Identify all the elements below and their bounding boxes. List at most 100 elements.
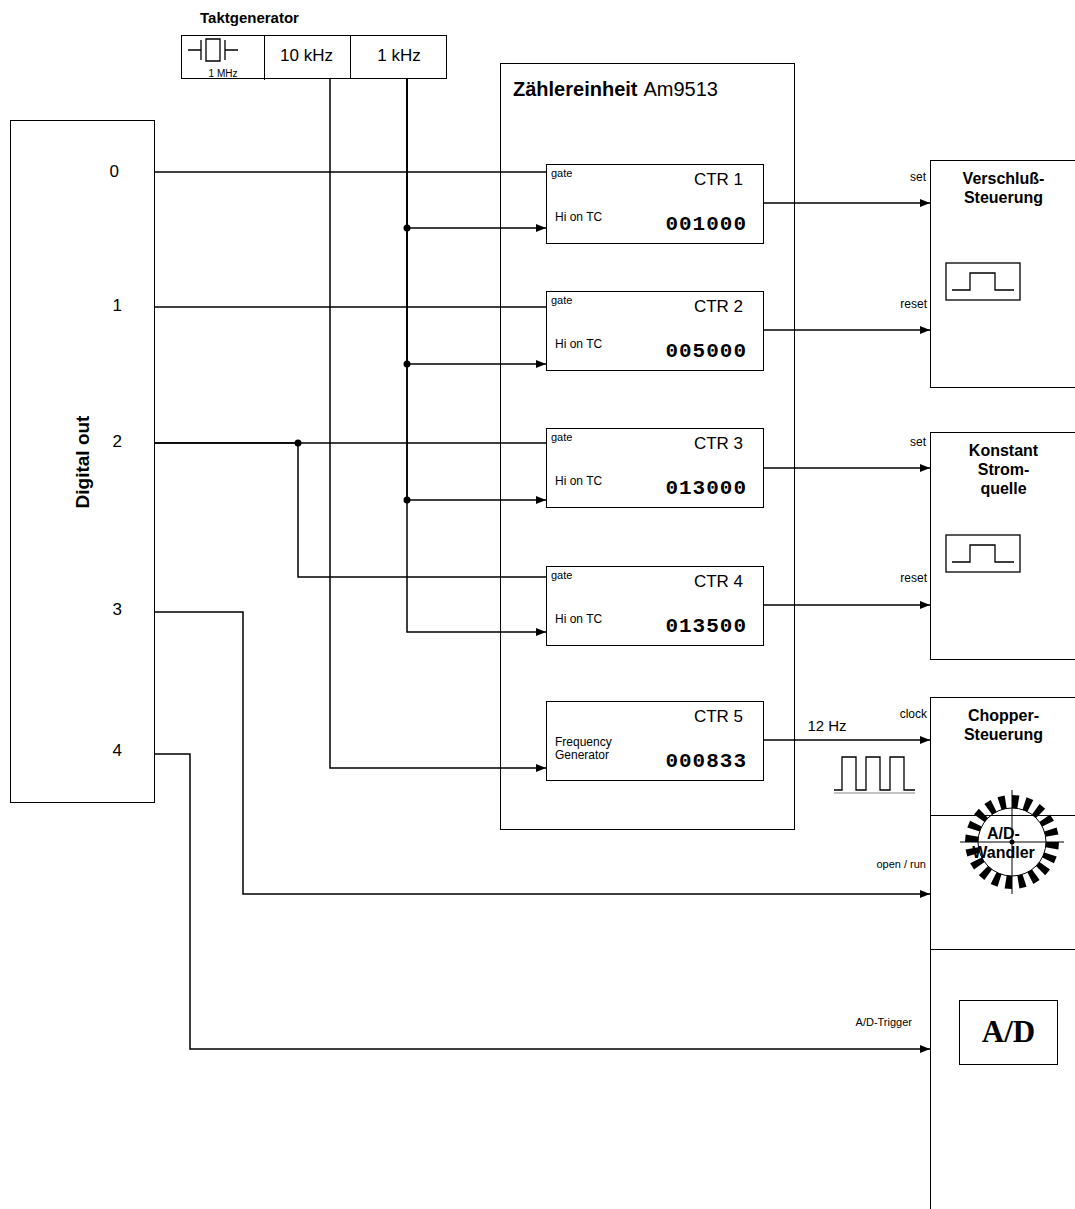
device-box: A/D A/D- Wandler <box>930 815 1075 1209</box>
node-text: Konstant Strom- quelle <box>963 441 1045 499</box>
signal-line <box>155 754 930 1049</box>
chopper-tooth <box>1042 853 1056 864</box>
clock-cell: 10 kHz <box>263 36 351 78</box>
signal-name: reset <box>900 572 927 586</box>
chopper-tooth <box>1012 795 1019 808</box>
junction-dots <box>295 225 411 504</box>
chopper-tooth <box>1044 828 1058 837</box>
signal-name: set <box>910 436 926 450</box>
signal-line <box>764 739 930 741</box>
pin-number: 2 <box>113 432 122 452</box>
chopper-tooth <box>991 872 1002 886</box>
pulse-symbol-frame <box>946 535 1020 572</box>
chopper-tooth <box>1017 874 1026 888</box>
signal-line <box>407 78 546 364</box>
chopper-tooth <box>1040 814 1054 826</box>
crystal-symbol <box>188 39 238 61</box>
signal-line <box>407 78 546 228</box>
node-text: 005000 <box>665 340 747 364</box>
signal-line <box>764 467 930 469</box>
signal-line <box>764 202 930 204</box>
signal-line <box>155 612 930 894</box>
signal-name: open / run <box>876 858 926 871</box>
counter-box: CTR 5 Frequency Generator 000833 <box>546 701 764 781</box>
chopper-tooth <box>967 821 981 832</box>
node-text: CTR 2 <box>694 297 743 317</box>
node-text: gate <box>551 569 572 582</box>
chopper-tooth <box>1036 862 1050 875</box>
node-text: 1 kHz <box>349 46 449 66</box>
node-text: Digital out <box>72 415 94 508</box>
node-text: 013000 <box>665 477 747 501</box>
pulse-symbol <box>952 545 1014 562</box>
square-wave-symbol <box>834 757 915 790</box>
counter-box: gateCTR 4Hi on TC013500 <box>546 566 764 646</box>
node-text: gate <box>551 431 572 444</box>
node-text: CTR 3 <box>694 434 743 454</box>
adc-symbol-box: A/D <box>959 1000 1058 1065</box>
signal-line <box>764 604 930 606</box>
crystal-symbol <box>188 39 238 61</box>
chopper-tooth <box>998 796 1007 810</box>
square-wave-baseline <box>834 793 915 794</box>
chopper-tooth <box>984 800 996 814</box>
signal-line <box>155 443 546 577</box>
pin-number: 0 <box>110 162 119 182</box>
text-group: Chopper- Steuerung <box>931 706 1075 744</box>
chopper-tooth <box>979 866 992 880</box>
node-text: Hi on TC <box>555 613 602 627</box>
text-group: Verschluß- Steuerung <box>931 169 1075 207</box>
chopper-tooth <box>1027 870 1039 884</box>
signal-line <box>407 78 546 500</box>
counter-box: gate CTR 2 Hi on TC 005000 <box>546 291 764 371</box>
text-group: A/D- Wandler <box>931 824 1075 862</box>
node-text: Hi on TC <box>555 211 602 225</box>
node-text: gate <box>551 294 572 307</box>
digital-out-block: Digital out <box>10 120 155 803</box>
clock-cell: 1 MHz <box>182 36 265 80</box>
pin-number: 4 <box>113 741 122 761</box>
signal-line <box>407 78 546 632</box>
node-text: Am9513 <box>643 78 718 100</box>
signal-name: set <box>910 171 926 185</box>
pulse-symbol <box>952 273 1014 290</box>
chopper-tooth <box>1046 842 1059 849</box>
node-text: CTR 1 <box>694 170 743 190</box>
counter-box: gate CTR 3 Hi on TC 013000 <box>546 428 764 508</box>
device-box: Konstant Strom- quelle <box>930 432 1075 660</box>
text-group: ZählereinheitAm9513 <box>513 78 718 101</box>
chopper-tooth <box>1005 876 1012 889</box>
signal-line <box>330 78 546 768</box>
node-text: CTR 5 <box>694 707 743 727</box>
node-text: Hi on TC <box>555 475 602 489</box>
counter-box: gate CTR 1 Hi on TC 001000 <box>546 164 764 244</box>
node-text: Chopper- Steuerung <box>954 706 1054 744</box>
frequency-label: 12 Hz <box>805 717 848 734</box>
node-text: 1 MHz <box>182 68 264 80</box>
node-text: Frequency Generator <box>555 736 635 762</box>
counter-unit: gateCTR 1Hi on TC001000gateCTR 2Hi on TC… <box>500 63 795 830</box>
node-text: A/D <box>960 1014 1057 1050</box>
node-text: A/D- Wandler <box>959 824 1049 862</box>
signal-line <box>155 306 546 308</box>
pin-number: 1 <box>113 296 122 316</box>
clock-cell: 1 kHz <box>349 36 449 78</box>
device-box: Verschluß- Steuerung <box>930 160 1075 388</box>
signal-line <box>155 171 546 173</box>
pulse-symbol-frame <box>946 263 1020 300</box>
signal-line <box>764 329 930 331</box>
clock-generator: 1 MHz10 kHz1 kHzTaktgenerator <box>181 35 447 79</box>
device-box: Chopper- Steuerung <box>930 697 1075 950</box>
signal-name: clock <box>900 708 927 722</box>
chopper-tooth <box>965 835 978 842</box>
node-text: CTR 4 <box>694 572 743 592</box>
node-text: gate <box>551 167 572 180</box>
node-text: 000833 <box>665 750 747 774</box>
chopper-tooth <box>1023 797 1034 811</box>
node-text: Hi on TC <box>555 338 602 352</box>
node-text: Taktgenerator <box>200 9 299 26</box>
node-text: Verschluß- Steuerung <box>949 169 1059 207</box>
pin-number: 3 <box>113 600 122 620</box>
node-text: 001000 <box>665 213 747 237</box>
